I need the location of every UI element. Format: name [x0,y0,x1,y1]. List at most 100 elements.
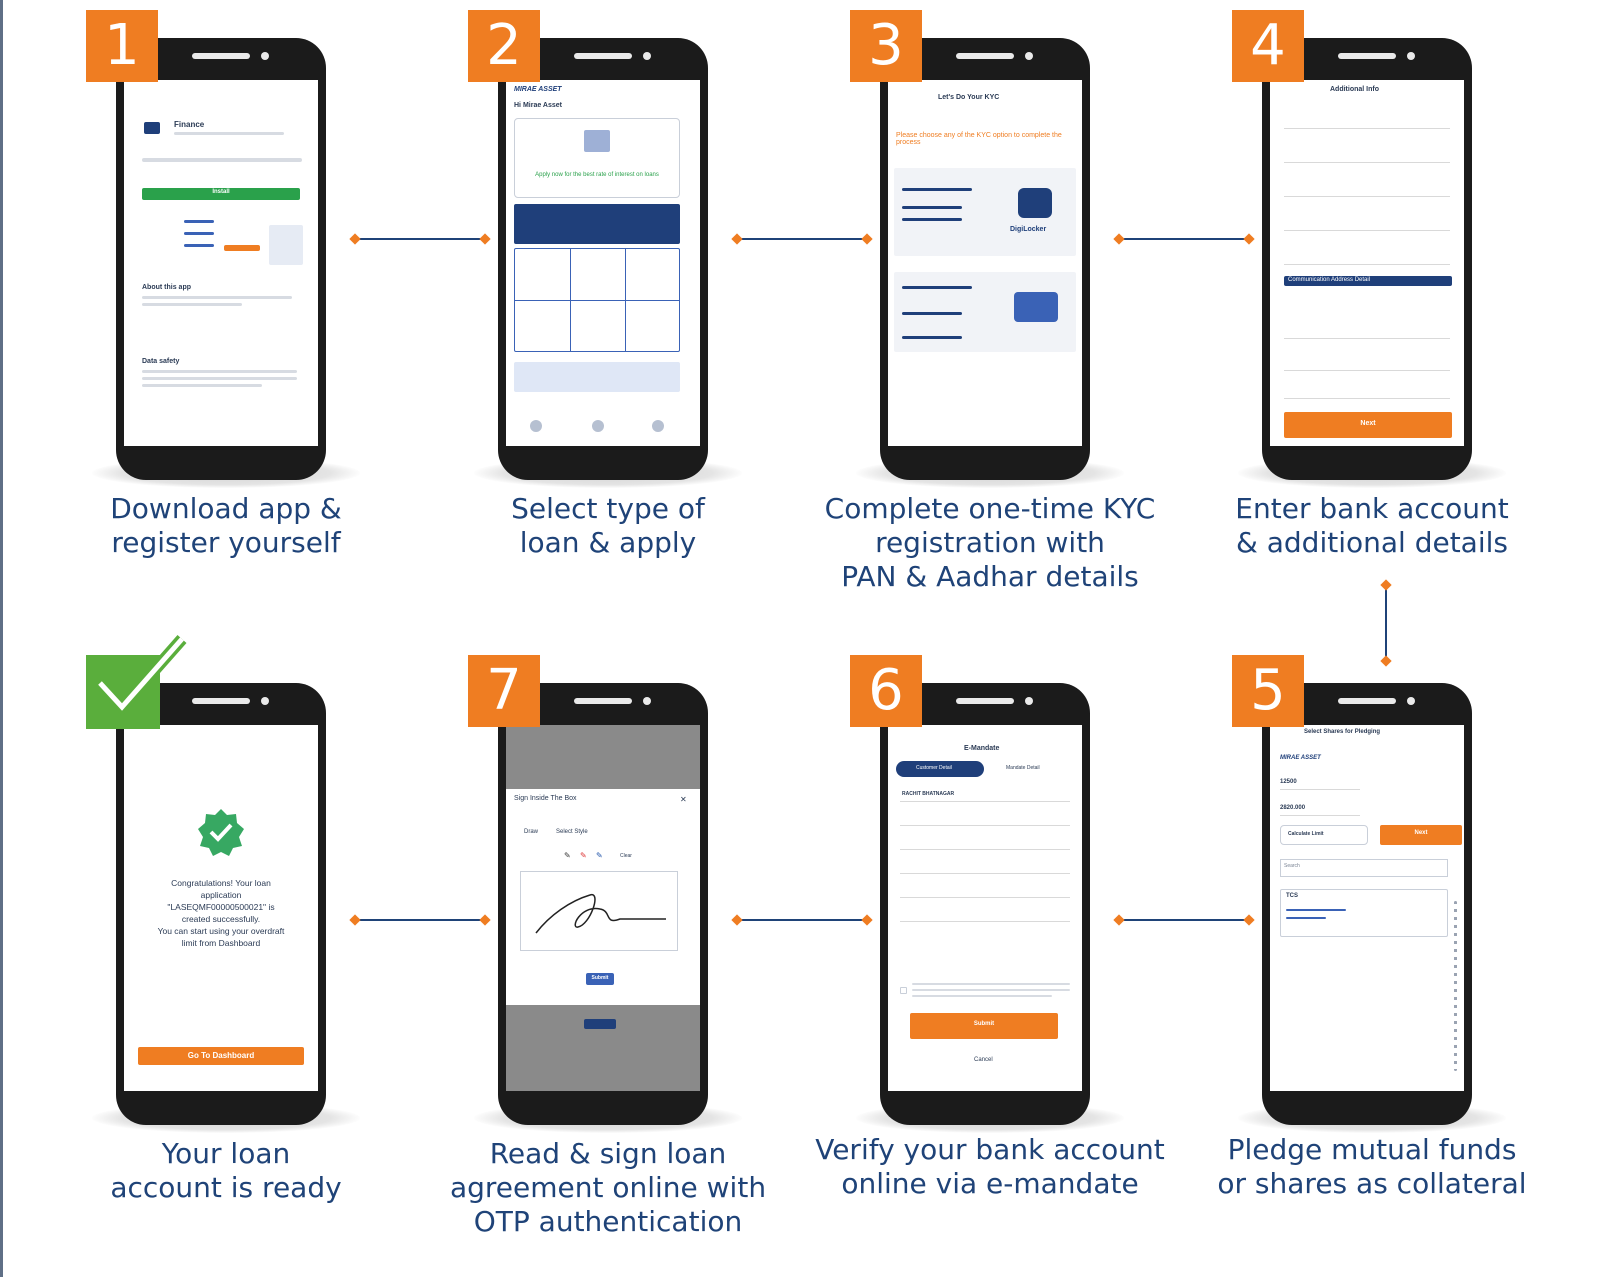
form-field[interactable] [1284,264,1450,265]
go-to-dashboard-label: Go To Dashboard [187,1051,255,1060]
customer-name: RACHIT BHATNAGAR [902,791,955,797]
step-done: Congratulations! Your loan application "… [86,635,366,1255]
caption-line: Select type of [511,492,705,525]
phone: Select Shares for Pledging MIRAE ASSET 1… [1262,683,1472,1125]
submit-signature-button[interactable] [586,973,614,985]
about-text [142,303,242,306]
consent-checkbox[interactable] [900,987,907,994]
screenshot-thumb [184,244,214,247]
form-field[interactable] [1280,815,1360,816]
form-field[interactable] [900,921,1070,922]
form-field[interactable] [900,825,1070,826]
message-line: You can start using your overdraft [157,926,285,936]
go-to-dashboard-button[interactable] [138,1047,304,1065]
greeting: Hi Mirae Asset [514,102,562,109]
step-number-badge: 1 [86,10,158,82]
submit-label: Submit [591,975,609,981]
form-field[interactable] [1284,398,1450,399]
form-field[interactable] [1284,162,1450,163]
step-4: Additional Info Communication Address De… [1232,10,1512,610]
pen-red-icon[interactable]: ✎ [580,851,587,860]
form-field[interactable] [1280,789,1360,790]
share-card[interactable] [1280,889,1448,937]
step-caption: Select type of loan & apply [428,492,788,560]
nav-profile-icon[interactable] [652,420,664,432]
form-field[interactable] [900,849,1070,850]
phone-speaker [192,698,250,704]
customer-detail-tab[interactable] [896,761,984,777]
install-button[interactable] [142,188,300,200]
calculate-limit-button[interactable] [1280,825,1368,845]
nav-contact-icon[interactable] [592,420,604,432]
form-field[interactable] [1284,370,1450,371]
search-input[interactable] [1280,859,1448,877]
screenshot-thumb [224,245,260,251]
consent-text [912,989,1070,991]
phone-camera [1025,697,1033,705]
caption-line: register yourself [111,526,341,559]
phone: Sign Inside The Box ✕ Draw Select Style … [498,683,708,1125]
connector-3-4 [1113,232,1255,246]
nav-home-icon[interactable] [530,420,542,432]
submit-button-label: Submit [973,1021,995,1027]
pen-blue-icon[interactable]: ✎ [596,851,603,860]
data-safety-text [142,370,297,373]
upload-image-icon [1014,292,1058,322]
close-icon[interactable]: ✕ [680,795,687,804]
phone-speaker [956,53,1014,59]
form-field[interactable] [1284,230,1450,231]
option-text [902,336,962,339]
connector-4-5 [1379,579,1393,667]
phone-screen: MIRAE ASSET Hi Mirae Asset Apply now for… [506,80,700,446]
caption-line: OTP authentication [473,1205,743,1238]
form-field[interactable] [900,873,1070,874]
amount-value: 12500 [1280,779,1297,785]
phone-camera [1407,52,1415,60]
caption-line: Your loan [161,1137,291,1170]
digilocker-label: DigiLocker [1010,226,1047,233]
step-number-badge: 5 [1232,655,1304,727]
promo-banner[interactable] [514,362,680,392]
connector-done-7 [349,913,491,927]
step-3: Let's Do Your KYC Please choose any of t… [825,10,1155,610]
message-line: "LASEQMF00000500021" is [167,902,275,912]
pen-icon[interactable]: ✎ [564,851,571,860]
phone-camera [1407,697,1415,705]
left-edge-rule [0,0,3,1277]
form-field[interactable] [1284,338,1450,339]
phone-speaker [574,53,632,59]
draw-option[interactable]: Draw [524,829,539,835]
success-message: Congratulations! Your loan application "… [130,877,312,949]
caption-line: Verify your bank account [815,1133,1165,1166]
form-field[interactable] [900,801,1070,802]
phone-screen: E-Mandate Customer Detail Mandate Detail… [888,725,1082,1091]
submit-button[interactable] [910,1013,1058,1039]
signature-box[interactable] [520,871,678,951]
step-caption: Download app & register yourself [46,492,406,560]
share-detail [1286,917,1326,919]
step-6: E-Mandate Customer Detail Mandate Detail… [815,655,1165,1255]
step-number-badge: 4 [1232,10,1304,82]
phone-screen: Finance Install About this app Data safe… [124,80,318,446]
clear-button[interactable]: Clear [620,853,632,859]
form-field[interactable] [1284,128,1450,129]
form-field[interactable] [900,897,1070,898]
caption-line: Read & sign loan [489,1137,727,1170]
consent-text [912,995,1052,997]
connector-1-2 [349,232,491,246]
phone-camera [643,52,651,60]
select-style-option[interactable]: Select Style [556,829,588,835]
mandate-detail-tab[interactable]: Mandate Detail [1006,765,1040,771]
grid-divider [514,300,680,301]
pledge-next-button[interactable] [1380,825,1462,845]
caption-line: Download app & [110,492,342,525]
cancel-link[interactable]: Cancel [974,1057,993,1063]
next-button[interactable] [1284,412,1452,438]
alphabet-scroll-index[interactable] [1454,901,1457,1071]
phone-screen: Let's Do Your KYC Please choose any of t… [888,80,1082,446]
loan-offer-banner[interactable] [514,204,680,244]
form-field[interactable] [1284,196,1450,197]
caption-line: Pledge mutual funds [1227,1133,1517,1166]
screenshot-thumb [184,220,214,223]
kyc-title: Let's Do Your KYC [938,94,1000,101]
